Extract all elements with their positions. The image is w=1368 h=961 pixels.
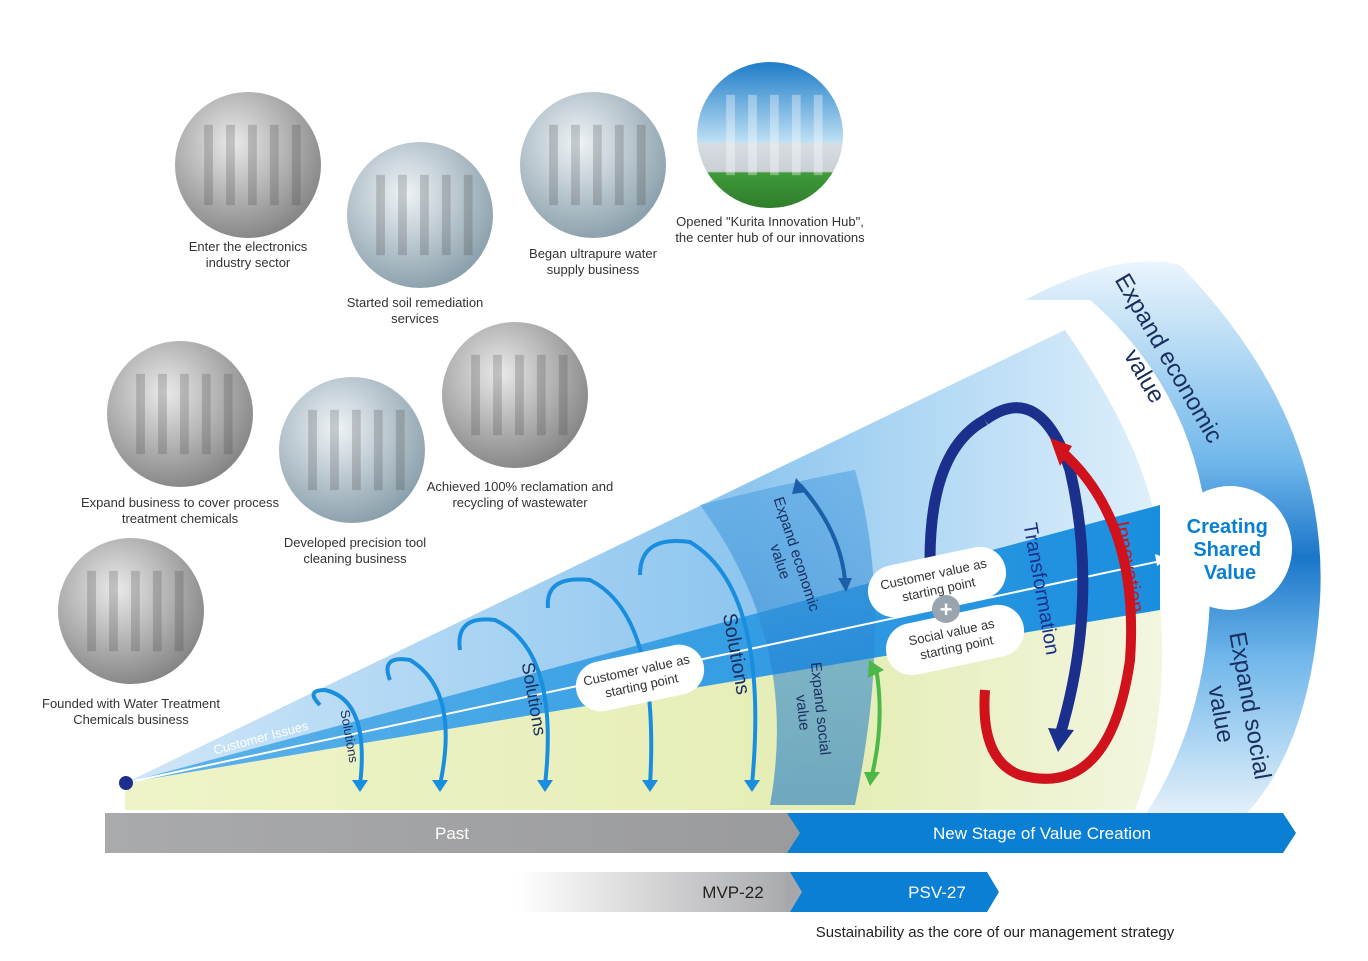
svg-text:Creating Shared Va: Creating Shared Value — [1187, 516, 1274, 584]
photo-detail — [376, 174, 385, 256]
photo-detail — [748, 94, 757, 176]
photo-detail — [152, 570, 162, 652]
photo-detail — [463, 174, 473, 256]
ultrapure-water-plant-photo — [520, 92, 666, 238]
photo-detail — [813, 94, 823, 176]
photo-detail — [636, 124, 646, 206]
photo-detail — [549, 124, 558, 206]
photo-detail — [330, 409, 339, 491]
timeline-caption: Sustainability as the core of our manage… — [816, 924, 1175, 941]
photo-detail — [536, 354, 546, 436]
photo-detail — [441, 174, 451, 256]
electronics-plant-photo — [175, 92, 321, 238]
past-label: Past — [435, 824, 469, 843]
photo-detail — [223, 373, 233, 455]
innovation-loop — [979, 438, 1137, 784]
soil-drilling-rig-photo — [347, 142, 493, 288]
photo-detail — [87, 570, 96, 652]
photo-detail — [131, 570, 140, 652]
water-treatment-equipment-photo — [58, 538, 204, 684]
milestone-label: Opened "Kurita Innovation Hub",the cente… — [675, 214, 865, 245]
mvp-bar — [517, 872, 797, 912]
customer-value-pill-2: Customer value as starting point — [867, 546, 1007, 618]
reclamation-unit-photo — [442, 322, 588, 468]
photo-detail — [493, 354, 502, 436]
cleanroom-worker-photo — [279, 377, 425, 523]
expand-arrows — [792, 478, 884, 786]
new-stage-bar — [787, 813, 1296, 853]
photo-detail — [726, 94, 735, 176]
mvp-label: MVP-22 — [702, 883, 763, 902]
photo-detail — [373, 409, 383, 491]
milestone-hub: Opened "Kurita Innovation Hub",the cente… — [675, 62, 865, 245]
photo-detail — [398, 174, 407, 256]
photo-detail — [248, 124, 257, 206]
expand-social-small-label: Expand social value — [789, 661, 834, 762]
photo-detail — [174, 570, 184, 652]
outer-value-ring — [1025, 261, 1321, 830]
photo-detail — [420, 174, 429, 256]
psv-bar — [790, 872, 999, 912]
photo-detail — [395, 409, 405, 491]
photo-detail — [269, 124, 279, 206]
photo-detail — [201, 373, 211, 455]
photo-detail — [109, 570, 118, 652]
photo-detail — [308, 409, 317, 491]
timeline: Past New Stage of Value Creation MVP-22 … — [105, 813, 1296, 941]
photo-detail — [204, 124, 213, 206]
solution-arcs — [311, 539, 758, 786]
photo-detail — [136, 373, 145, 455]
past-bar — [105, 813, 795, 853]
photo-detail — [352, 409, 361, 491]
photo-detail — [593, 124, 602, 206]
plus-icon: + — [932, 595, 960, 623]
photo-detail — [291, 124, 301, 206]
photo-detail — [180, 373, 189, 455]
creating-shared-value-circle: Creating Shared Value — [1168, 486, 1292, 610]
photo-detail — [770, 94, 779, 176]
photo-detail — [614, 124, 624, 206]
photo-detail — [226, 124, 235, 206]
photo-detail — [515, 354, 524, 436]
transformation-loop — [924, 402, 1089, 752]
innovation-hub-building-photo — [697, 62, 843, 208]
new-stage-label: New Stage of Value Creation — [933, 824, 1151, 843]
photo-detail — [791, 94, 801, 176]
process-plant-photo — [107, 341, 253, 487]
origin-dot — [119, 776, 133, 790]
svg-text:+: + — [940, 597, 953, 622]
photo-detail — [558, 354, 568, 436]
photo-detail — [158, 373, 167, 455]
photo-detail — [571, 124, 580, 206]
photo-detail — [471, 354, 480, 436]
psv-label: PSV-27 — [908, 883, 966, 902]
